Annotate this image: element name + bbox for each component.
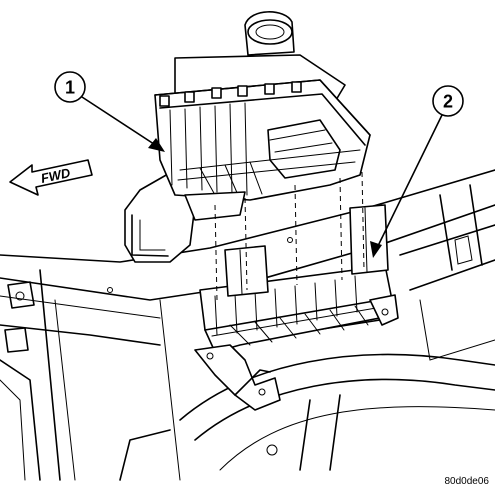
callout-1-leader (81, 96, 161, 149)
callout-2-number: 2 (443, 92, 453, 112)
callout-1-number: 1 (65, 78, 75, 98)
fwd-label: FWD (40, 165, 73, 186)
callout-2-arrowhead (370, 241, 382, 258)
alignment-lines (214, 171, 365, 301)
callout-1: 1 (54, 71, 165, 152)
callout-2-circle (432, 85, 464, 117)
callout-2-leader (375, 114, 443, 251)
callout-2: 2 (370, 85, 464, 258)
fwd-direction-arrow: FWD (9, 159, 93, 196)
fender-structure (0, 169, 495, 481)
fwd-arrow-shape (9, 159, 93, 196)
figure-code: 80d0de06 (445, 476, 490, 487)
callout-1-arrowhead (148, 138, 165, 152)
air-cleaner-housing (124, 11, 371, 263)
air-cleaner-support-tray (194, 204, 399, 411)
callout-1-circle (54, 71, 86, 103)
